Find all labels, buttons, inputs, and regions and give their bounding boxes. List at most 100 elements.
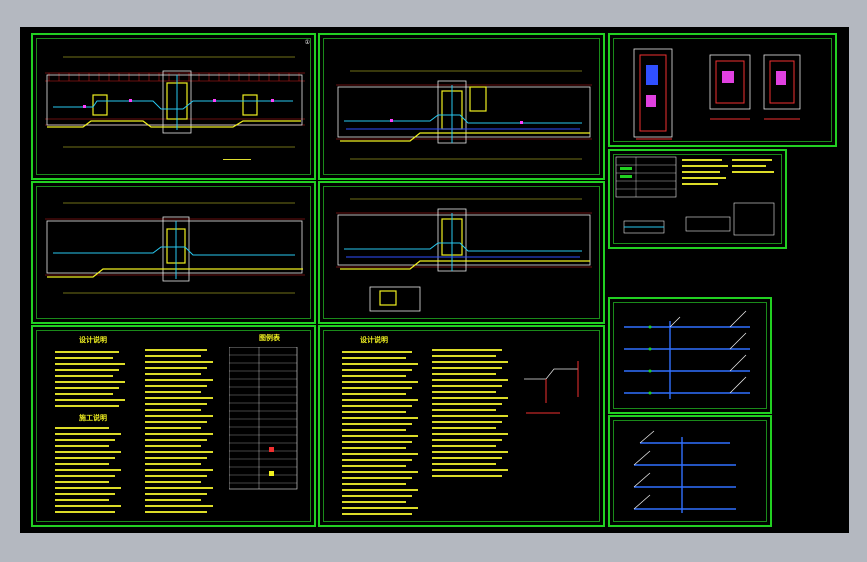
floor-plan-drawing — [336, 70, 592, 160]
cad-model-space[interactable]: ① — [20, 27, 849, 533]
note-line — [342, 495, 412, 497]
floor-plan-drawing — [336, 198, 592, 312]
note-line — [55, 487, 121, 489]
note-line — [342, 483, 406, 485]
note-line — [55, 451, 121, 453]
riser-diagram-drawing — [633, 430, 736, 513]
note-line — [342, 393, 406, 395]
note-line — [432, 361, 508, 363]
note-line — [145, 397, 213, 399]
note-line — [432, 463, 496, 465]
note-line — [432, 451, 508, 453]
note-line — [55, 457, 115, 459]
note-line — [55, 357, 113, 359]
note-line — [145, 457, 207, 459]
sheet-design-notes-2[interactable]: 设计说明 — [318, 325, 605, 527]
note-line — [145, 349, 207, 351]
note-line — [432, 427, 496, 429]
note-line — [342, 489, 418, 491]
legend-grid — [229, 347, 298, 490]
note-line — [55, 351, 119, 353]
note-line — [55, 399, 125, 401]
sheet-riser-diagram-2[interactable] — [608, 415, 772, 527]
note-line — [432, 349, 502, 351]
note-line — [55, 375, 113, 377]
note-line — [342, 387, 412, 389]
note-line — [432, 373, 496, 375]
note-line — [342, 399, 418, 401]
note-line — [342, 459, 412, 461]
note-line — [342, 507, 418, 509]
note-line — [145, 361, 213, 363]
note-line — [432, 457, 502, 459]
note-line — [145, 511, 207, 513]
note-line — [145, 433, 213, 435]
sheet-design-notes-1[interactable]: 设计说明 施工说明 图例表 — [31, 325, 316, 527]
note-line — [145, 391, 201, 393]
sheet-floor-plan-2[interactable] — [318, 33, 605, 180]
note-line — [55, 469, 121, 471]
note-line — [342, 417, 418, 419]
note-line — [55, 433, 121, 435]
sheet-floor-plan-1[interactable]: ① — [31, 33, 316, 180]
sheet-riser-diagram-1[interactable] — [608, 297, 772, 414]
note-line — [55, 511, 115, 513]
note-line — [145, 493, 207, 495]
note-line — [342, 411, 406, 413]
note-line — [432, 409, 496, 411]
note-line — [432, 391, 496, 393]
note-line — [432, 445, 496, 447]
note-line — [145, 355, 201, 357]
note-line — [432, 355, 496, 357]
note-line — [145, 469, 213, 471]
note-line — [432, 421, 502, 423]
note-line — [55, 481, 109, 483]
note-line — [145, 385, 207, 387]
note-line — [342, 453, 418, 455]
note-line — [55, 387, 119, 389]
sheet-legend-table[interactable] — [608, 149, 787, 249]
plan-title-underline — [223, 159, 251, 160]
note-line — [145, 499, 201, 501]
note-line — [432, 367, 502, 369]
note-line — [55, 393, 113, 395]
notes-title-b: 施工说明 — [79, 414, 107, 422]
note-line — [342, 513, 412, 515]
note-line — [145, 415, 213, 417]
note-line — [55, 369, 119, 371]
note-line — [145, 445, 201, 447]
note-line — [55, 463, 109, 465]
note-line — [55, 445, 109, 447]
note-line — [145, 427, 201, 429]
sheet-toilet-detail[interactable] — [608, 33, 837, 147]
note-line — [342, 375, 406, 377]
riser-diagram-drawing — [624, 310, 750, 399]
notes-title-a: 设计说明 — [79, 336, 107, 344]
note-line — [432, 415, 508, 417]
floor-plan-drawing — [45, 202, 305, 294]
sheet-floor-plan-4[interactable] — [318, 181, 605, 324]
toilet-detail-drawing — [633, 48, 801, 140]
note-line — [55, 475, 115, 477]
note-line — [145, 475, 207, 477]
note-line — [432, 439, 502, 441]
note-line — [55, 439, 115, 441]
note-line — [432, 403, 502, 405]
note-line — [145, 505, 213, 507]
note-line — [145, 379, 213, 381]
note-line — [145, 463, 201, 465]
note-line — [145, 451, 213, 453]
note-line — [55, 363, 125, 365]
note-line — [432, 379, 508, 381]
note-line — [432, 475, 502, 477]
note-line — [145, 439, 207, 441]
note-line — [55, 381, 125, 383]
sheet-floor-plan-3[interactable] — [31, 181, 316, 324]
note-line — [342, 357, 406, 359]
note-line — [342, 447, 406, 449]
note-line — [55, 505, 121, 507]
note-line — [342, 363, 418, 365]
note-line — [145, 487, 213, 489]
note-line — [145, 403, 207, 405]
note-line — [145, 367, 207, 369]
